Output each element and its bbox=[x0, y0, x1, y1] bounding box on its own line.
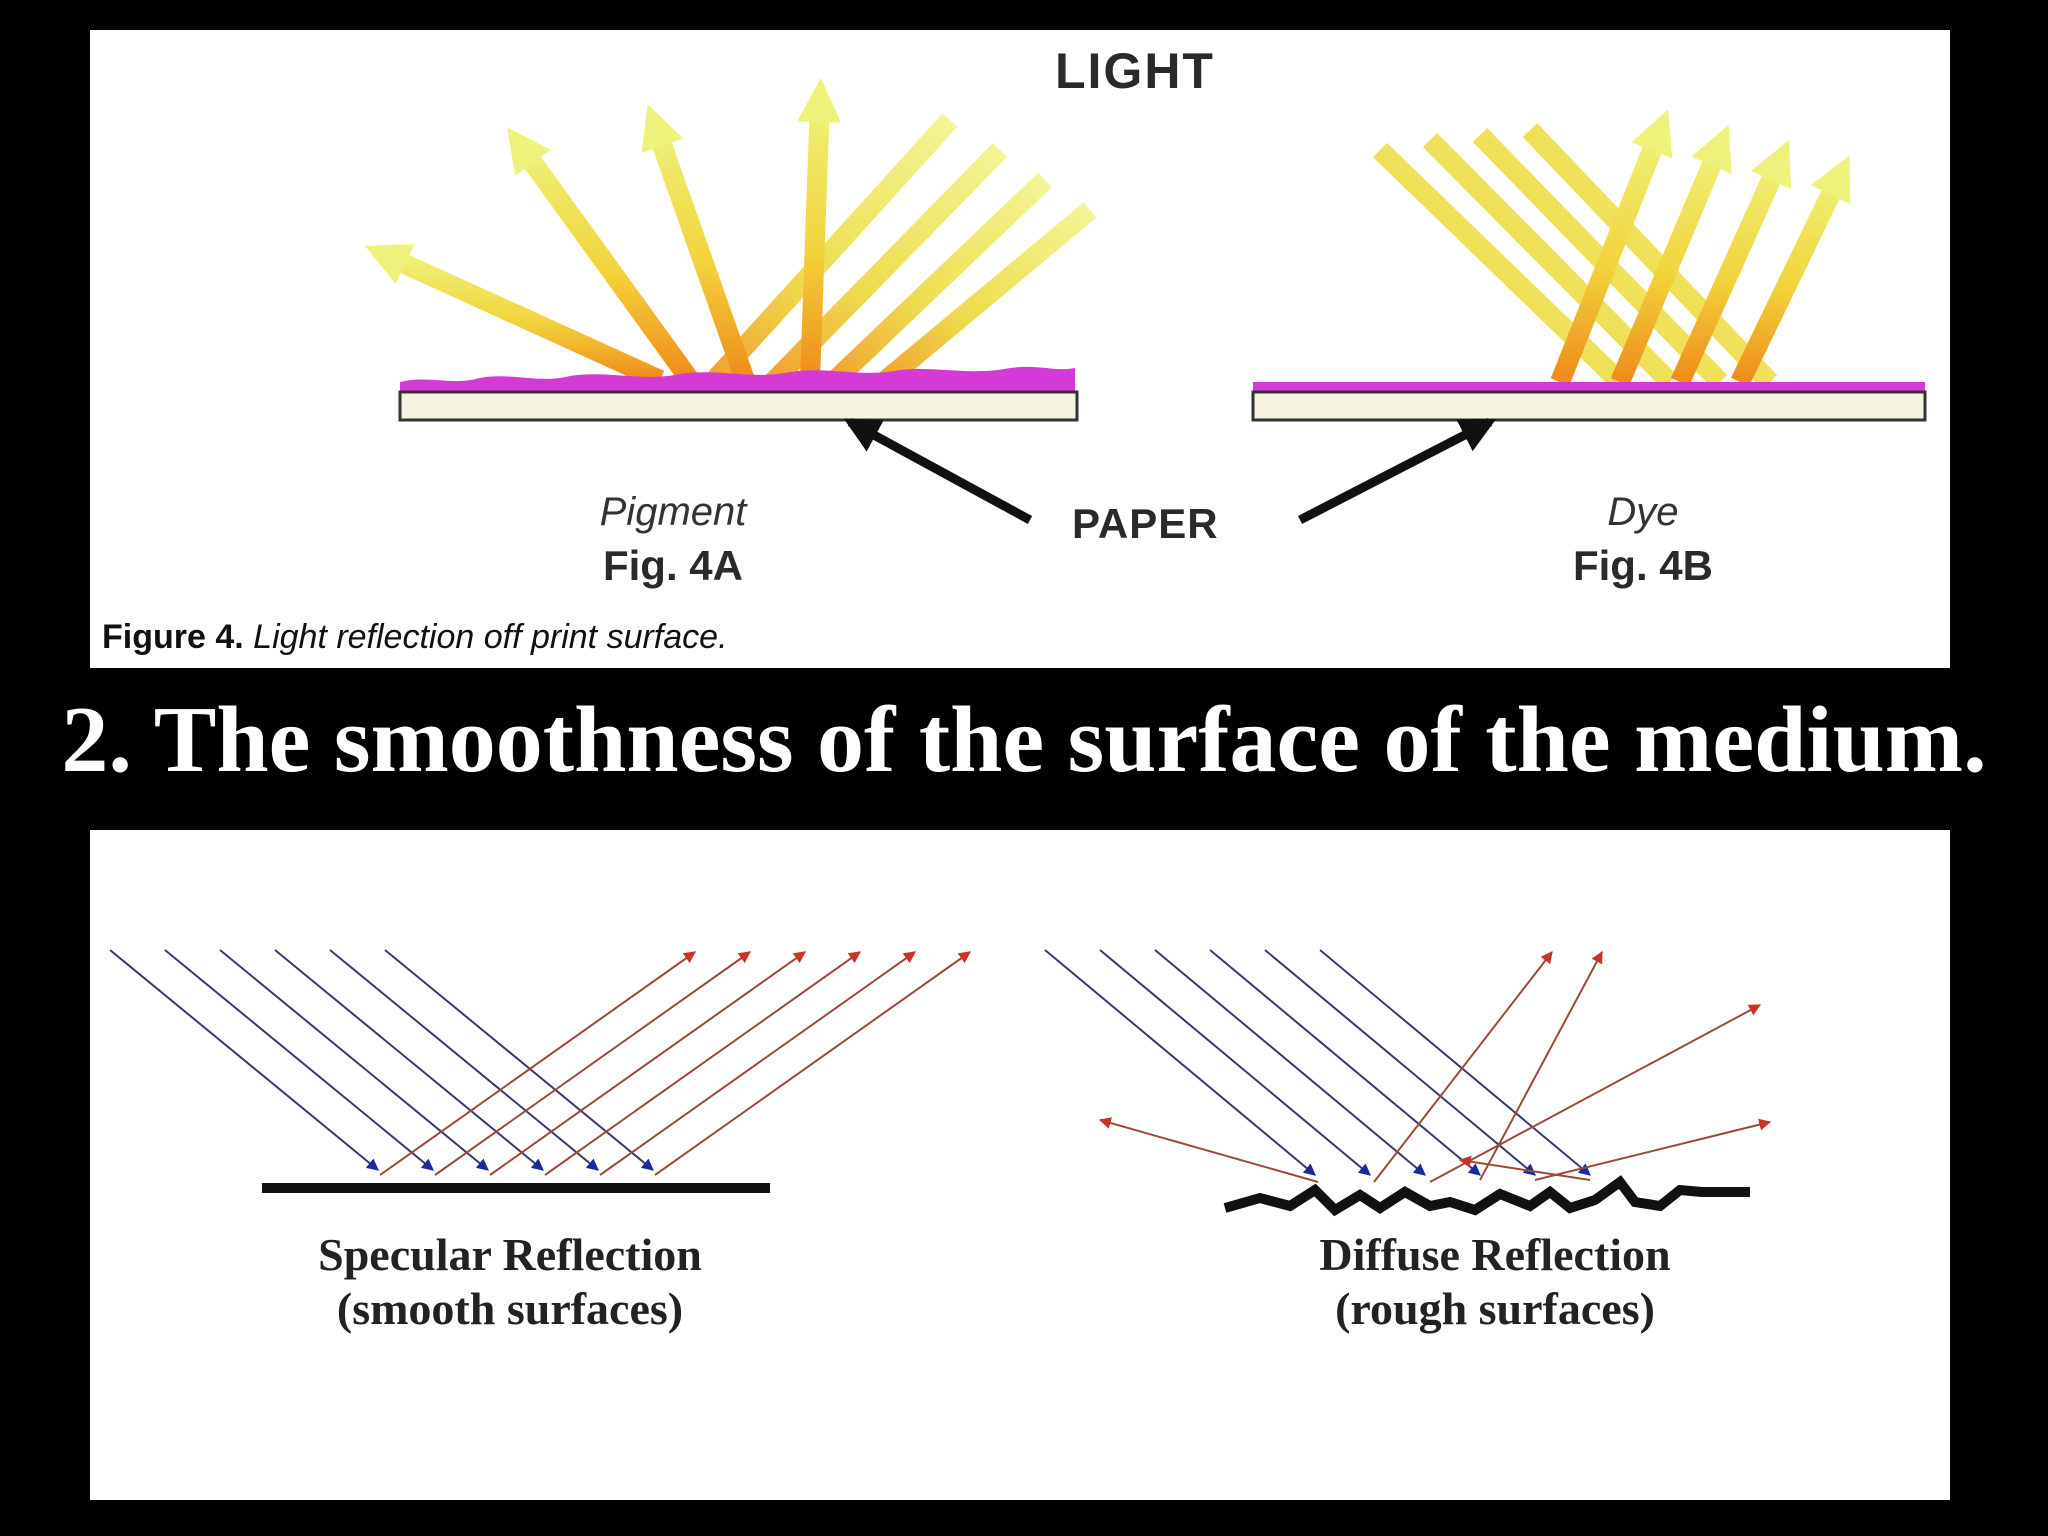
dye-reflected-beams bbox=[1550, 109, 1851, 387]
pigment-incoming-beams bbox=[702, 113, 1097, 393]
specular-incident-rays bbox=[109, 949, 654, 1171]
dye-label: Dye bbox=[1607, 490, 1679, 534]
right-paper-strip bbox=[1251, 390, 1927, 422]
left-paper-strip bbox=[398, 390, 1079, 422]
fig-4b-label: Fig. 4B bbox=[1572, 542, 1713, 589]
diffuse-label: Diffuse Reflection (rough surfaces) bbox=[1245, 1228, 1745, 1336]
pigment-label: Pigment bbox=[599, 490, 747, 534]
light-label: LIGHT bbox=[1055, 43, 1215, 99]
slide-heading: 2. The smoothness of the surface of the … bbox=[61, 688, 1987, 792]
dye-layer bbox=[1253, 382, 1925, 392]
specular-diffuse-illustration bbox=[109, 949, 1772, 1217]
paper-pointer-left bbox=[843, 418, 1033, 524]
pigment-dye-figure: LIGHT PAPER Pigment Fig. 4A Dye Fig. 4B … bbox=[90, 30, 1950, 668]
reflection-illustration bbox=[364, 78, 1927, 524]
paper-label: PAPER bbox=[1072, 500, 1219, 547]
caption-text: Light reflection off print surface. bbox=[253, 618, 728, 656]
specular-label: Specular Reflection (smooth surfaces) bbox=[260, 1228, 760, 1336]
specular-subtitle: (smooth surfaces) bbox=[336, 1283, 684, 1334]
pigment-layer bbox=[400, 366, 1075, 392]
diffuse-subtitle: (rough surfaces) bbox=[1335, 1283, 1655, 1334]
fig-4a-label: Fig. 4A bbox=[602, 542, 743, 589]
diffuse-incident-rays bbox=[1044, 949, 1591, 1176]
caption-figure-number: Figure 4. bbox=[102, 618, 244, 656]
specular-diffuse-figure: Specular Reflection (smooth surfaces) Di… bbox=[90, 830, 1950, 1500]
diffuse-title: Diffuse Reflection bbox=[1319, 1229, 1671, 1280]
pigment-scattered-beams bbox=[364, 78, 842, 390]
specular-title: Specular Reflection bbox=[318, 1229, 702, 1280]
paper-pointer-right bbox=[1297, 418, 1497, 524]
rough-surface bbox=[1223, 1175, 1750, 1217]
diffuse-scattered-rays bbox=[1098, 950, 1772, 1183]
specular-reflected-rays bbox=[379, 951, 971, 1176]
figure-caption: Figure 4. Light reflection off print sur… bbox=[102, 618, 728, 657]
